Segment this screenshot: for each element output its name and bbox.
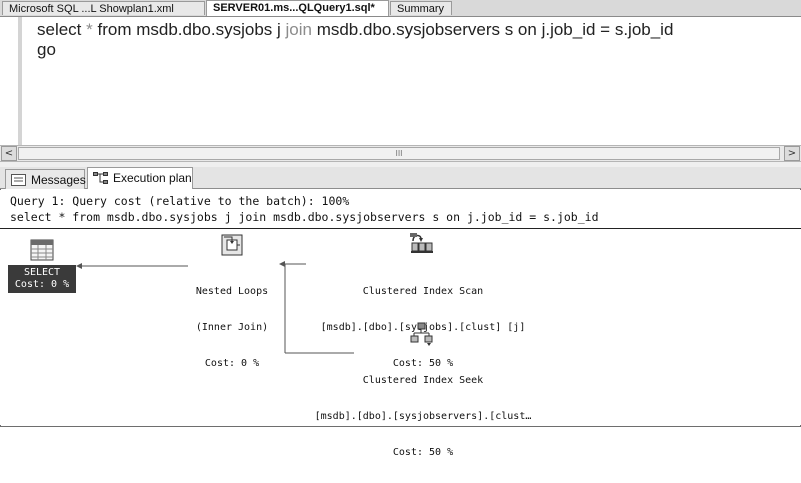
nested-loops-cost: Cost: 0 % — [204, 358, 260, 369]
document-tab-strip: Microsoft SQL ...L Showplan1.xml SERVER0… — [0, 0, 801, 17]
tab-messages[interactable]: Messages — [5, 169, 86, 189]
scroll-right-button[interactable]: > — [784, 146, 800, 161]
seek-cost: Cost: 50 % — [392, 447, 454, 458]
seek-object: [msdb].[dbo].[sysjobservers].[clust… — [314, 411, 532, 422]
connector-arrowhead — [76, 263, 82, 269]
connector-arrowhead — [279, 261, 285, 267]
results-tab-strip: Messages Execution plan — [0, 167, 801, 189]
select-operator-cost: Cost: 0 % — [14, 279, 70, 290]
index-seek-icon — [410, 322, 433, 346]
scan-name: Clustered Index Scan — [362, 286, 484, 297]
scan-cost: Cost: 50 % — [392, 358, 454, 369]
query-editor[interactable]: select * from msdb.dbo.sysjobs j join ms… — [0, 17, 801, 145]
select-operator-icon[interactable] — [30, 239, 54, 265]
query-cost-header: Query 1: Query cost (relative to the bat… — [0, 190, 801, 229]
execution-plan-canvas[interactable]: SELECT Cost: 0 % Nested Loops (Inner Joi… — [0, 229, 801, 458]
editor-gutter — [18, 17, 22, 145]
code-join-clause: msdb.dbo.sysjobservers s on j.job_id = s… — [311, 20, 674, 39]
code-line-2: go — [37, 40, 56, 59]
tab-label: Summary — [397, 3, 445, 15]
tab-messages-label: Messages — [31, 173, 86, 187]
scrollbar-grip: III — [395, 149, 403, 158]
tab-execution-plan[interactable]: Execution plan — [87, 167, 193, 189]
index-scan-icon — [410, 233, 433, 253]
tab-summary[interactable]: Summary — [390, 1, 452, 15]
keyword-join: join — [285, 20, 312, 39]
loop-join-icon — [221, 234, 243, 256]
scroll-right-arrow: > — [787, 148, 797, 159]
plan-connectors — [76, 261, 354, 354]
clustered-index-seek-operator[interactable]: Clustered Index Seek [msdb].[dbo].[sysjo… — [300, 351, 546, 483]
seek-name: Clustered Index Seek — [362, 375, 484, 386]
tab-label: SERVER01.ms...QLQuery1.sql* — [213, 2, 375, 14]
scrollbar-thumb[interactable]: III — [18, 147, 780, 160]
editor-horizontal-scrollbar[interactable]: < III > — [0, 145, 801, 162]
scan-object: [msdb].[dbo].[sysjobs].[clust] [j] — [320, 322, 526, 333]
select-operator-name: SELECT — [23, 267, 61, 278]
pane-splitter[interactable] — [0, 162, 801, 167]
tab-label: Microsoft SQL ...L Showplan1.xml — [9, 3, 174, 15]
select-operator[interactable]: SELECT Cost: 0 % — [8, 265, 76, 293]
code-from-clause: from msdb.dbo.sysjobs j — [97, 20, 286, 39]
keyword-select: select — [37, 20, 82, 39]
table-grid-icon — [30, 239, 54, 261]
scroll-left-button[interactable]: < — [1, 146, 17, 161]
clustered-index-scan-operator[interactable]: Clustered Index Scan [msdb].[dbo].[sysjo… — [306, 262, 540, 394]
scroll-left-arrow: < — [4, 148, 14, 159]
query-text-line: select * from msdb.dbo.sysjobs j join ms… — [10, 210, 599, 224]
nested-loops-name: Nested Loops — [195, 286, 269, 297]
nested-loops-subtype: (Inner Join) — [195, 322, 269, 333]
clustered-index-seek-icon[interactable] — [409, 322, 435, 350]
query-cost-line: Query 1: Query cost (relative to the bat… — [10, 194, 350, 208]
messages-icon — [11, 174, 26, 186]
plan-icon — [93, 172, 108, 184]
code-line-1: select * from msdb.dbo.sysjobs j join ms… — [37, 20, 673, 40]
clustered-index-scan-icon[interactable] — [409, 232, 435, 260]
nested-loops-operator[interactable]: Nested Loops (Inner Join) Cost: 0 % — [180, 262, 284, 394]
tab-sqlquery1[interactable]: SERVER01.ms...QLQuery1.sql* — [206, 0, 389, 16]
tab-execution-plan-label: Execution plan — [113, 171, 192, 185]
operator-star: * — [81, 20, 98, 39]
tab-showplan-xml[interactable]: Microsoft SQL ...L Showplan1.xml — [2, 1, 205, 15]
nested-loops-operator-icon[interactable] — [221, 234, 243, 260]
